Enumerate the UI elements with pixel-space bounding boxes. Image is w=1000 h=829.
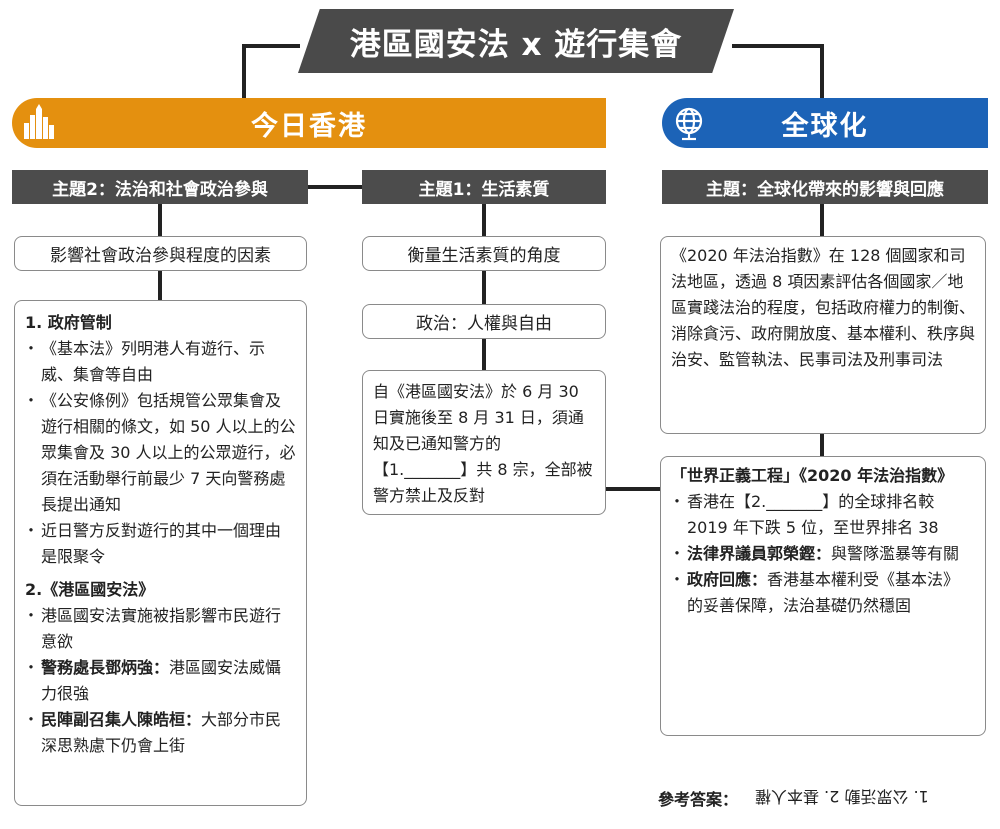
theme-2-bar: 主題2：法治和社會政治參與: [12, 170, 308, 204]
bullet-basic-law: 《基本法》列明港人有遊行、示威、集會等自由: [23, 336, 296, 388]
section-header-globalization: 全球化: [662, 98, 988, 148]
bullet-legislator: 法律界議員郭榮鏗：與警隊濫暴等有關: [669, 541, 975, 567]
quote-name: 民陣副召集人陳皓桓：: [41, 710, 202, 729]
bullet-gathering-ban: 近日警方反對遊行的其中一個理由是限聚令: [23, 518, 296, 570]
answer-label: 參考答案：: [658, 790, 739, 809]
measure-box: 衡量生活素質的角度: [362, 236, 606, 271]
section-header-hong-kong: 今日香港: [12, 98, 606, 148]
page-title: 港區國安法 x 遊行集會: [349, 26, 683, 63]
politics-box: 政治：人權與自由: [362, 304, 606, 339]
wjp-heading: 「世界正義工程」《2020 年法治指數》: [671, 466, 954, 485]
quote-text: 港區國安法威懾力很強: [41, 658, 282, 703]
bullet-hk-ranking: 香港在【2._______】的全球排名較 2019 年下跌 5 位，至世界排名 …: [669, 489, 975, 541]
theme-1-bar: 主題1：生活素質: [362, 170, 606, 204]
heading-government-control: 1. 政府管制: [25, 313, 112, 332]
quote-name: 警務處長鄧炳強：: [41, 658, 170, 677]
heading-national-security-law: 2.《港區國安法》: [25, 580, 155, 599]
answer-text-upside-down: 1. 公眾活動 2. 基本人權: [755, 787, 929, 806]
quote-name: 政府回應：: [687, 570, 768, 589]
section-title-hong-kong: 今日香港: [251, 110, 367, 142]
bullet-public-order-ordinance: 《公安條例》包括規管公眾集會及遊行相關的條文，如 50 人以上的公眾集會及 30…: [23, 388, 296, 518]
section-title-globalization: 全球化: [781, 110, 869, 142]
title-banner: [298, 9, 734, 73]
world-justice-project-box: 「世界正義工程」《2020 年法治指數》 香港在【2._______】的全球排名…: [660, 456, 986, 736]
bullet-government-response: 政府回應：香港基本權利受《基本法》的妥善保障，法治基礎仍然穩固: [669, 567, 975, 619]
notice-box: 自《港區國安法》於 6 月 30 日實施後至 8 月 31 日，須通知及已通知警…: [362, 370, 606, 515]
notice-text: 自《港區國安法》於 6 月 30 日實施後至 8 月 31 日，須通知及已通知警…: [373, 382, 593, 505]
government-control-panel: 1. 政府管制 《基本法》列明港人有遊行、示威、集會等自由 《公安條例》包括規管…: [14, 300, 307, 806]
bullet-nsl-impact: 港區國安法實施被指影響市民遊行意欲: [23, 603, 296, 655]
theme-global-bar: 主題：全球化帶來的影響與回應: [662, 170, 988, 204]
quote-name: 法律界議員郭榮鏗：: [687, 544, 832, 563]
rule-of-law-text: 《2020 年法治指數》在 128 個國家和司法地區，透過 8 項因素評估各個國…: [671, 246, 976, 369]
quote-text: 大部分市民深思熟慮下仍會上街: [41, 710, 282, 755]
factors-box: 影響社會政治參與程度的因素: [14, 236, 307, 271]
bullet-chrf-convenor: 民陣副召集人陳皓桓：大部分市民深思熟慮下仍會上街: [23, 707, 296, 759]
quote-text: 與警隊濫暴等有關: [831, 544, 960, 563]
bullet-police-commissioner: 警務處長鄧炳強：港區國安法威懾力很強: [23, 655, 296, 707]
quote-text: 香港基本權利受《基本法》的妥善保障，法治基礎仍然穩固: [687, 570, 960, 615]
city-skyline-icon: [14, 98, 64, 148]
rule-of-law-index-box: 《2020 年法治指數》在 128 個國家和司法地區，透過 8 項因素評估各個國…: [660, 236, 986, 434]
globe-icon: [664, 98, 714, 148]
